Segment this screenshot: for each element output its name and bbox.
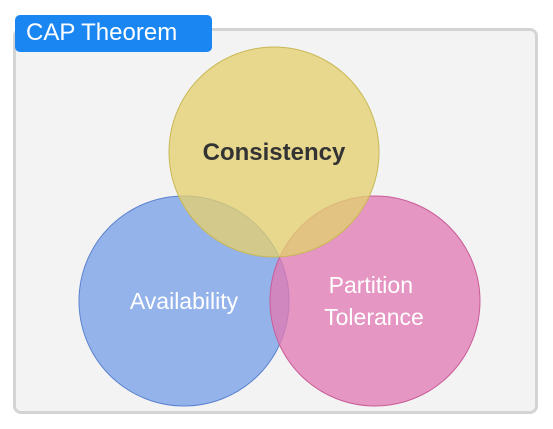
availability-label: Availability: [130, 288, 239, 314]
diagram-title: CAP Theorem: [15, 15, 212, 52]
partition-tolerance-circle: [269, 195, 481, 407]
consistency-label: Consistency: [203, 139, 346, 166]
partition-tolerance-label: Partition Tolerance: [324, 272, 424, 330]
consistency-circle: [168, 46, 380, 258]
